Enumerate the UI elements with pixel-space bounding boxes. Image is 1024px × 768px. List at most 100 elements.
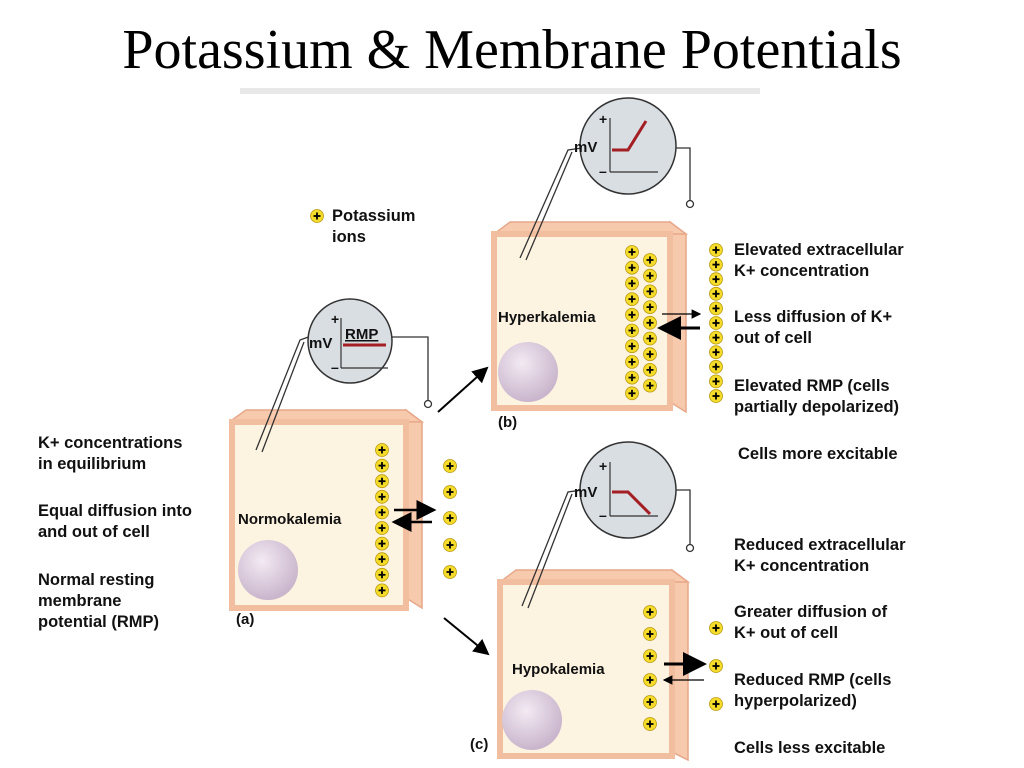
meter-c-plus: + [599, 458, 607, 474]
note-a-rmp: Normal resting membrane potential (RMP) [38, 570, 159, 633]
meter-b-plus: + [599, 111, 607, 127]
ion-inside-b [643, 378, 657, 393]
ion-inside-a [375, 489, 389, 504]
ion-inside-b [625, 386, 639, 401]
ion-inside-b [625, 339, 639, 354]
caption-a: (a) [236, 611, 255, 628]
meter-a-plus: + [331, 311, 339, 327]
ion-outside-a [443, 485, 457, 499]
ion-outside-b [709, 389, 723, 403]
note-a-line: in equilibrium [38, 455, 147, 473]
ion-inside-b [643, 347, 657, 362]
ion-outside-b [709, 345, 723, 360]
note-c-excitability: Cells less excitable [734, 738, 885, 759]
cell-a-label: Normokalemia [238, 511, 342, 528]
ion-outside-b [709, 316, 723, 330]
ion-outside-b [709, 243, 723, 257]
ion-inside-a [375, 521, 389, 535]
ion-inside-b [625, 354, 639, 369]
note-b-concentration: Elevated extracellular K+ concentration [734, 240, 904, 282]
ion-outside-b [709, 301, 723, 316]
note-b-diffusion: Less diffusion of K+ out of cell [734, 307, 892, 349]
meter-c-minus: – [599, 507, 607, 523]
arrow-to-hyperkalemia [437, 366, 489, 413]
ion-inside-b [643, 268, 657, 283]
note-c-line: Reduced extracellular [734, 536, 906, 554]
note-c-rmp: Reduced RMP (cells hyperpolarized) [734, 670, 891, 712]
note-a-line: and out of cell [38, 523, 150, 541]
ion-inside-b [643, 331, 657, 346]
ion-outside-c [709, 697, 723, 711]
ion-inside-a [375, 505, 389, 520]
note-b-excitability: Cells more excitable [738, 444, 898, 465]
ion-outside-c [709, 659, 723, 673]
ion-inside-b [625, 292, 639, 307]
ion-inside-a [375, 567, 389, 582]
ion-outside-b [709, 330, 723, 345]
meter-c: + mV – [574, 441, 677, 539]
note-c-line: Greater diffusion of [734, 603, 888, 621]
note-a-equilibrium: K+ concentrations in equilibrium [38, 433, 182, 475]
ion-inside-c [643, 695, 657, 709]
ion-outside-b [709, 374, 723, 389]
note-a-diffusion: Equal diffusion into and out of cell [38, 501, 192, 543]
cell-b-label: Hyperkalemia [498, 309, 596, 326]
ion-inside-b [625, 323, 639, 338]
ion-inside-c [643, 605, 657, 619]
caption-b: (b) [498, 414, 518, 431]
meter-b: + mV – [574, 97, 677, 195]
note-b-line: partially depolarized) [734, 398, 900, 416]
ion-outside-a [443, 459, 457, 473]
note-b-line: out of cell [734, 329, 812, 347]
ion-inside-b [625, 245, 639, 259]
legend-label: Potassium ions [332, 206, 415, 248]
note-b-line: Cells more excitable [738, 445, 898, 463]
nucleus-a [238, 540, 298, 600]
meter-a-minus: – [331, 359, 339, 375]
nucleus-b [498, 342, 558, 402]
legend-line-1: Potassium [332, 207, 416, 225]
ion-inside-a [375, 443, 389, 457]
ion-inside-b [643, 253, 657, 267]
caption-c: (c) [470, 736, 489, 753]
note-c-line: Reduced RMP (cells [734, 671, 892, 689]
nucleus-c [502, 690, 562, 750]
ion-inside-a [375, 583, 389, 598]
ion-inside-b [625, 276, 639, 291]
electrode-b [519, 147, 695, 261]
ion-inside-c [643, 627, 657, 641]
ion-inside-a [375, 474, 389, 489]
ion-outside-b [709, 286, 723, 301]
ion-inside-b [643, 284, 657, 299]
ion-outside-a [443, 565, 457, 579]
legend-ion-icon [310, 209, 324, 223]
meter-a: + mV – RMP [307, 298, 393, 384]
note-b-rmp: Elevated RMP (cells partially depolarize… [734, 376, 899, 418]
ion-outside-b [709, 257, 723, 272]
meter-b-minus: – [599, 163, 607, 179]
note-c-diffusion: Greater diffusion of K+ out of cell [734, 602, 887, 644]
note-a-line: membrane [38, 592, 122, 610]
ion-inside-b [643, 300, 657, 315]
ion-inside-a [375, 552, 389, 567]
electrode-c [521, 489, 695, 609]
note-c-line: K+ out of cell [734, 624, 839, 642]
ion-outside-a [443, 538, 457, 552]
note-a-line: Equal diffusion into [38, 502, 192, 520]
cell-hyperkalemia [491, 220, 689, 414]
meter-a-unit: mV [309, 335, 332, 352]
note-b-line: K+ concentration [734, 262, 870, 280]
page-title: Potassium & Membrane Potentials [122, 19, 902, 81]
ion-inside-b [625, 307, 639, 322]
potassium-ions [310, 209, 723, 731]
ion-outside-c [709, 621, 723, 635]
cell-c-label: Hypokalemia [512, 661, 605, 678]
ion-outside-b [709, 359, 723, 374]
ion-outside-a [443, 511, 457, 525]
ion-inside-c [643, 673, 657, 687]
note-b-line: Less diffusion of K+ [734, 308, 893, 326]
note-a-line: Normal resting [38, 571, 155, 589]
note-b-line: Elevated RMP (cells [734, 377, 890, 395]
title-underline-smudge [240, 88, 760, 94]
